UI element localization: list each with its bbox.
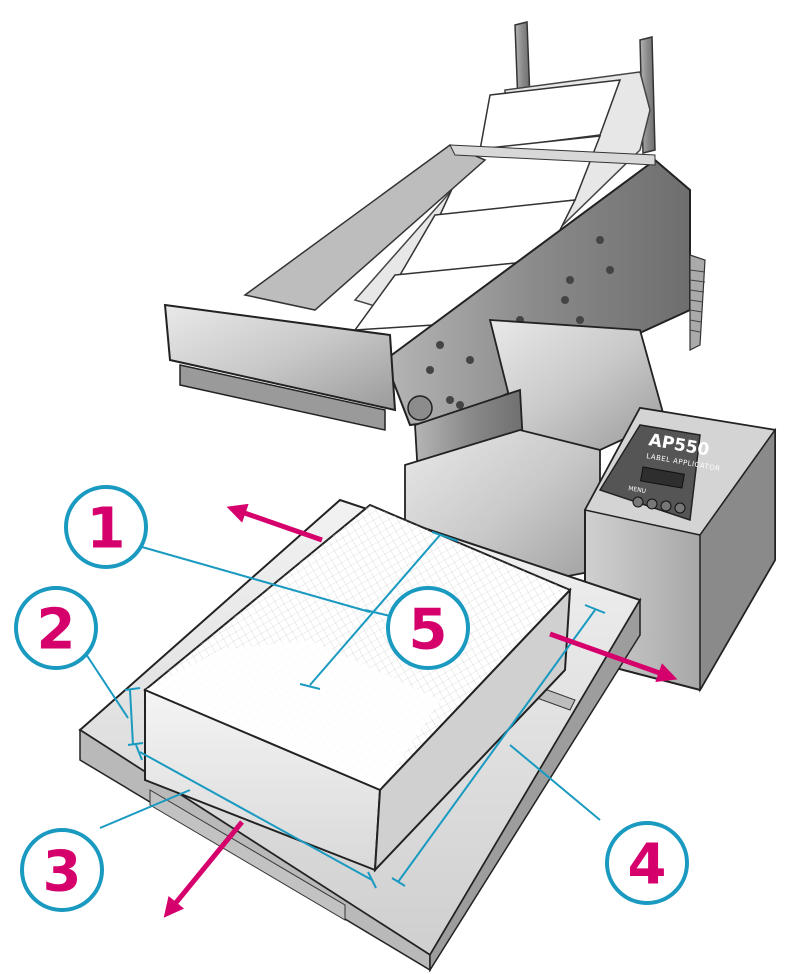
measure-line-3 — [139, 751, 373, 881]
callout-2: 2 — [14, 586, 98, 670]
package-box — [143, 503, 572, 873]
measure-line-2 — [129, 689, 134, 746]
panel-button-3[interactable] — [660, 500, 672, 512]
callout-1-label: 1 — [87, 497, 126, 562]
callout-5: 5 — [386, 586, 470, 670]
label-web — [353, 71, 651, 331]
arrow-back — [226, 503, 323, 543]
measure-lines — [124, 531, 606, 889]
panel-button-2[interactable] — [646, 498, 658, 510]
motion-arrows — [163, 503, 678, 918]
panel-button-4[interactable] — [674, 502, 686, 514]
spring — [689, 254, 706, 351]
panel-buttons — [632, 496, 686, 514]
control-panel: AP550 LABEL APPLICATOR MENU — [598, 424, 721, 522]
leader-lines — [81, 544, 601, 829]
panel-button-1[interactable] — [632, 496, 644, 508]
lcd-display — [639, 466, 685, 489]
panel-menu-label: MENU — [628, 485, 647, 495]
measure-line-4 — [397, 609, 596, 883]
applicator-arm — [163, 144, 691, 431]
callout-5-label: 5 — [409, 598, 448, 663]
callout-4-label: 4 — [628, 833, 667, 898]
callout-4: 4 — [605, 821, 689, 905]
arrow-right — [549, 631, 678, 683]
callouts: 1 2 3 4 5 — [14, 485, 689, 912]
callout-2-label: 2 — [37, 598, 76, 663]
callout-3-label: 3 — [43, 840, 82, 905]
callout-1: 1 — [64, 485, 148, 569]
callout-3: 3 — [20, 828, 104, 912]
measure-line-5 — [309, 534, 441, 686]
arrow-forward — [163, 820, 244, 918]
